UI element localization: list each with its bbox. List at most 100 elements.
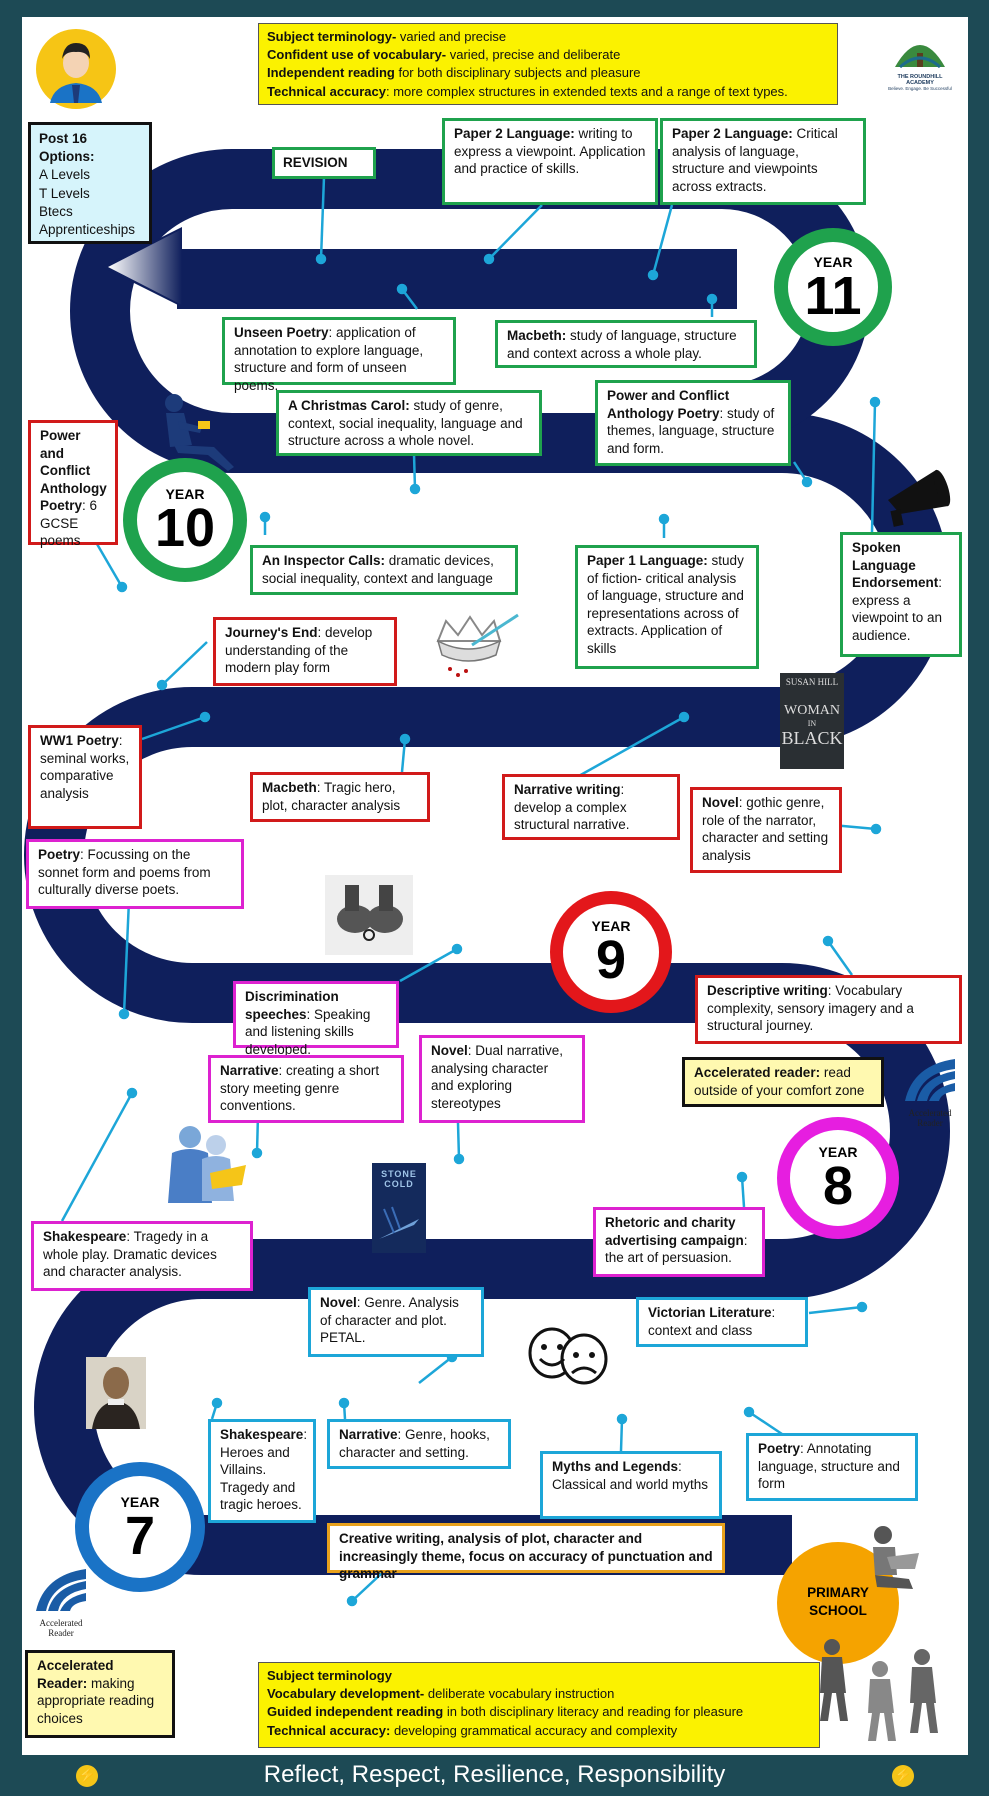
spoken-language-box: Spoken Language Endorsement: express a v… [840, 532, 962, 657]
ks4-expectations-box: Subject terminology- varied and precise … [258, 23, 838, 105]
macbeth-y11-box: Macbeth: study of language, structure an… [495, 320, 757, 368]
myths-legends-box: Myths and Legends: Classical and world m… [540, 1451, 722, 1519]
road-top-segment [177, 249, 737, 309]
unseen-poetry-box: Unseen Poetry: application of annotation… [222, 317, 456, 393]
school-logo-motto: Believe. Engage. Be Successful [888, 86, 952, 91]
year-11-label: YEAR [813, 254, 853, 270]
year-8-number: 8 [822, 1156, 854, 1216]
ks4-line-3: Independent reading for both disciplinar… [267, 65, 641, 81]
ks3-line-1: Subject terminology [267, 1668, 392, 1683]
narrative-y8-box: Narrative: creating a short story meetin… [208, 1055, 404, 1123]
year-8-label: YEAR [818, 1144, 858, 1160]
woman-in-black-word-3: BLACK [781, 728, 843, 748]
year-11-badge: YEAR 11 [774, 228, 892, 346]
footer-bar: Reflect, Respect, Resilience, Responsibi… [0, 1755, 989, 1796]
stone-cold-title: STONE COLD [381, 1169, 417, 1189]
narrative-writing-box: Narrative writing: develop a complex str… [502, 774, 680, 840]
narrative-y7-box: Narrative: Genre, hooks, character and s… [327, 1419, 511, 1469]
stone-cold-cover-art-icon [379, 1206, 419, 1239]
accelerated-reader-swoosh-icon-left [36, 1569, 86, 1611]
power-conflict-gcse-box: Power and Conflict Anthology Poetry: 6 G… [28, 420, 118, 548]
shakespeare-heroes-box: Shakespeare: Heroes and Villains. Traged… [208, 1419, 316, 1523]
accelerated-reader-logo-left: Accelerated Reader [28, 1567, 94, 1647]
theatre-masks-icon [528, 1327, 608, 1385]
descriptive-writing-box: Descriptive writing: Vocabulary complexi… [695, 975, 962, 1044]
stone-cold-book-cover: STONE COLD [372, 1163, 426, 1253]
christmas-carol-box: A Christmas Carol: study of genre, conte… [276, 390, 542, 456]
footer-motto: Reflect, Respect, Resilience, Responsibi… [263, 1761, 726, 1788]
lightning-bolt-icon-right: ⚡ [892, 1765, 914, 1787]
arrow-fade [108, 229, 182, 305]
revision-box: REVISION [272, 147, 376, 179]
year-11-number: 11 [804, 266, 862, 326]
discrimination-speeches-box: Discrimination speeches: Speaking and li… [233, 981, 399, 1057]
novel-petal-box: Novel: Genre. Analysis of character and … [308, 1287, 484, 1357]
ks3-line-4: Technical accuracy: developing grammatic… [267, 1722, 678, 1738]
victorian-literature-box: Victorian Literature: context and class [636, 1297, 808, 1347]
creative-writing-box: Creative writing, analysis of plot, char… [327, 1523, 725, 1581]
accelerated-reader-logo-text-right: Accelerated Reader [908, 1108, 952, 1128]
rhetoric-campaign-box: Rhetoric and charity advertising campaig… [593, 1207, 765, 1277]
year-9-badge: YEAR 9 [550, 891, 672, 1013]
journeys-end-box: Journey's End: develop understanding of … [213, 617, 397, 686]
macbeth-y9-box: Macbeth: Tragic hero, plot, character an… [250, 772, 430, 822]
ks3-line-2: Vocabulary development- deliberate vocab… [267, 1686, 615, 1702]
tree-icon [895, 45, 945, 69]
woman-in-black-word-1: WOMAN [784, 703, 840, 718]
dual-narrative-novel-box: Novel: Dual narrative, analysing charact… [419, 1035, 585, 1123]
year-8-badge: YEAR 8 [777, 1117, 899, 1239]
learning-journey-canvas: YEAR 11 YEAR 10 YEAR 9 YEAR 8 YEAR 7 PRI… [22, 17, 968, 1755]
accelerated-reader-y8-box: Accelerated reader: read outside of your… [682, 1057, 884, 1107]
student-avatar-icon [36, 29, 116, 109]
reading-student-icon [165, 394, 234, 471]
post-16-btecs: Btecs [39, 203, 73, 219]
accelerated-reader-y7-box: Accelerated Reader: making appropriate r… [25, 1650, 175, 1738]
primary-school-label: PRIMARY SCHOOL [807, 1585, 869, 1618]
woman-in-black-book-cover: SUSAN HILL WOMAN IN BLACK [780, 673, 844, 769]
shakespeare-tragedy-box: Shakespeare: Tragedy in a whole play. Dr… [31, 1221, 253, 1291]
school-logo: THE ROUNDHILL ACADEMY Believe. Engage. B… [884, 29, 956, 95]
walking-children-icon [820, 1639, 938, 1741]
shakespeare-portrait-icon [86, 1357, 146, 1429]
accelerated-reader-swoosh-icon [905, 1059, 955, 1101]
ks3-line-3: Guided independent reading in both disci… [267, 1704, 744, 1720]
ks3-expectations-box: Subject terminology Vocabulary developme… [258, 1662, 820, 1748]
power-conflict-y11-box: Power and Conflict Anthology Poetry: stu… [595, 380, 791, 466]
school-logo-name: THE ROUNDHILL ACADEMY [897, 74, 943, 86]
post-16-apprenticeships: Apprenticeships [39, 222, 136, 238]
handcuffed-hands-icon [325, 875, 413, 955]
ks4-line-1: Subject terminology- varied and precise [267, 29, 507, 44]
year-10-number: 10 [154, 498, 216, 558]
paper-1-language-box: Paper 1 Language: study of fiction- crit… [575, 545, 759, 669]
year-10-label: YEAR [165, 486, 205, 502]
post-16-options-box: Post 16 Options: A Levels T Levels Btecs… [28, 122, 152, 244]
ww1-poetry-box: WW1 Poetry: seminal works, comparative a… [28, 725, 142, 829]
megaphone-icon [888, 469, 951, 527]
ks4-line-2: Confident use of vocabulary- varied, pre… [267, 47, 621, 63]
post-16-t-levels: T Levels [39, 185, 90, 201]
gothic-novel-box: Novel: gothic genre, role of the narrato… [690, 787, 842, 873]
post-16-a-levels: A Levels [39, 167, 91, 183]
inspector-calls-box: An Inspector Calls: dramatic devices, so… [250, 545, 518, 595]
reading-child-icon [873, 1526, 919, 1589]
accelerated-reader-logo-text-left: Accelerated Reader [39, 1618, 83, 1638]
post-16-title: Post 16 Options: [39, 131, 95, 165]
year-7-number: 7 [124, 1506, 156, 1566]
accelerated-reader-logo-right: Accelerated Reader [897, 1057, 963, 1137]
year-9-label: YEAR [591, 918, 631, 934]
ks4-line-4: Technical accuracy: more complex structu… [267, 83, 788, 99]
crown-dagger-icon [436, 613, 519, 677]
lightning-bolt-icon-left: ⚡ [76, 1765, 98, 1787]
woman-in-black-word-2: IN [807, 719, 817, 728]
paper-2-viewpoint-box: Paper 2 Language: writing to express a v… [442, 118, 658, 205]
poetry-y7-box: Poetry: Annotating language, structure a… [746, 1433, 918, 1501]
paper-2-critical-box: Paper 2 Language: Critical analysis of l… [660, 118, 866, 205]
year-7-badge: YEAR 7 [75, 1462, 205, 1592]
woman-in-black-author: SUSAN HILL [785, 677, 839, 687]
year-9-number: 9 [595, 930, 627, 990]
year-10-badge: YEAR 10 [123, 458, 247, 582]
poetry-y8-box: Poetry: Focussing on the sonnet form and… [26, 839, 244, 909]
year-7-label: YEAR [120, 1494, 160, 1510]
students-laptop-icon [168, 1126, 246, 1203]
